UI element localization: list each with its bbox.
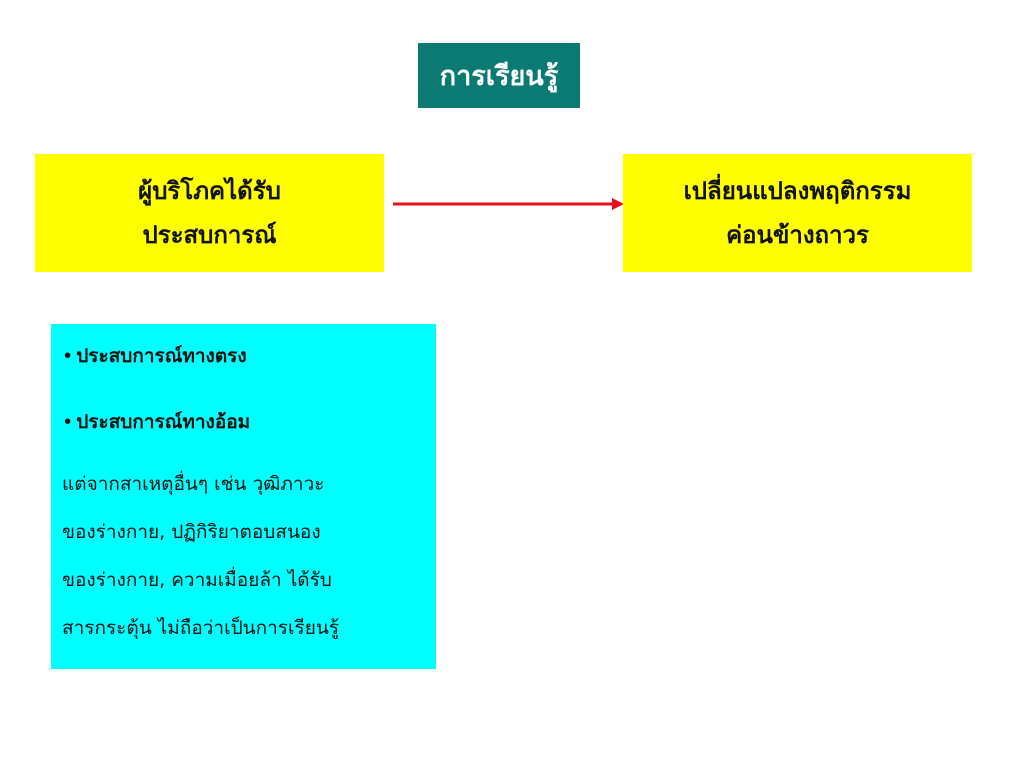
experience-types-box: •ประสบการณ์ทางตรง •ประสบการณ์ทางอ้อม แต่…	[51, 324, 436, 669]
direct-experience-item: •ประสบการณ์ทางตรง	[62, 340, 436, 372]
behavior-change-line2: ค่อนข้างถาวร	[726, 220, 869, 249]
bullet-dot: •	[62, 411, 74, 433]
consumer-experience-line2: ประสบการณ์	[142, 220, 277, 249]
direct-experience-label: ประสบการณ์ทางตรง	[76, 345, 247, 367]
note-line: สารกระตุ้น ไม่ถือว่าเป็นการเรียนรู้	[62, 617, 340, 639]
note-line: แต่จากสาเหตุอื่นๆ เช่น วุฒิภาวะ	[62, 473, 325, 495]
behavior-change-line1: เปลี่ยนแปลงพฤติกรรม	[683, 176, 912, 205]
title-box: การเรียนรู้	[418, 43, 580, 108]
behavior-change-box: เปลี่ยนแปลงพฤติกรรม ค่อนข้างถาวร	[623, 154, 972, 272]
note-line: ของร่างกาย, ปฏิกิริยาตอบสนอง	[62, 521, 321, 543]
bullet-dot: •	[62, 345, 74, 367]
flow-arrow	[393, 198, 624, 210]
note-line: ของร่างกาย, ความเมื่อยล้า ได้รับ	[62, 569, 332, 591]
consumer-experience-box: ผู้บริโภคได้รับ ประสบการณ์	[35, 154, 384, 272]
consumer-experience-line1: ผู้บริโภคได้รับ	[138, 176, 281, 205]
indirect-experience-label: ประสบการณ์ทางอ้อม	[76, 411, 251, 433]
indirect-experience-item: •ประสบการณ์ทางอ้อม	[62, 406, 436, 438]
exclusion-note: แต่จากสาเหตุอื่นๆ เช่น วุฒิภาวะ ของร่างก…	[62, 460, 436, 652]
title-text: การเรียนรู้	[439, 61, 559, 92]
